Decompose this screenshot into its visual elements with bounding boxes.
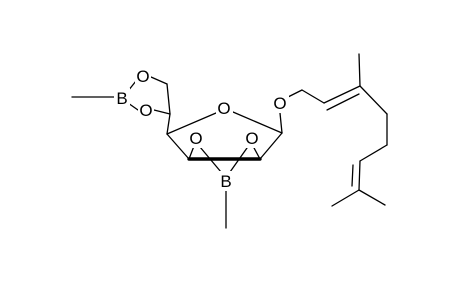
bond-geranyl-3 <box>359 85 388 115</box>
bond-c1-c2 <box>259 132 283 160</box>
bond-terminal-methyl-right <box>358 189 386 206</box>
bond-geranyl-1 <box>301 89 325 104</box>
atom-labels: O B O O O O O B <box>114 66 289 191</box>
bond-c2-o-bridge-right <box>252 145 261 160</box>
atom-b-dioxaborolane: B <box>116 89 127 108</box>
bond-o-left-b <box>199 146 222 173</box>
atom-o-dioxaborolane-top: O <box>136 67 149 86</box>
bond-o-top-ch2 <box>150 76 168 85</box>
bond-terminal-methyl-left <box>331 189 360 207</box>
bond-c3-o-bridge-left <box>188 145 195 160</box>
bond-geranyl-5 <box>359 144 388 162</box>
bond-o-ring-c1 <box>232 111 283 134</box>
bond-c4-o-ring <box>166 112 217 135</box>
bond-geranyl-6-double <box>351 164 354 187</box>
atom-o-dioxaborolane-bottom: O <box>139 101 152 120</box>
bond-geranyl-2 <box>323 85 361 104</box>
bond-c4-c3 <box>166 133 190 160</box>
atom-o-glycosidic: O <box>273 94 286 113</box>
atom-o-bridge-left: O <box>189 129 202 148</box>
atom-b-bridge: B <box>220 172 231 191</box>
bond-geranyl-methyl <box>358 53 361 87</box>
bond-o-glyco-ch2 <box>287 89 303 98</box>
bond-ch-c4 <box>166 113 171 135</box>
bond-ch2-ch <box>166 83 171 115</box>
bond-geranyl-2-double <box>326 93 360 111</box>
bond-ch-o-bottom <box>153 109 171 115</box>
bond-o-right-b <box>229 147 248 173</box>
bond-lines <box>71 53 388 229</box>
bond-c1-o-glyco <box>279 112 283 134</box>
bond-geranyl-6 <box>358 160 361 191</box>
atom-o-bridge-right: O <box>245 129 258 148</box>
atom-o-furanose-ring: O <box>217 99 230 118</box>
